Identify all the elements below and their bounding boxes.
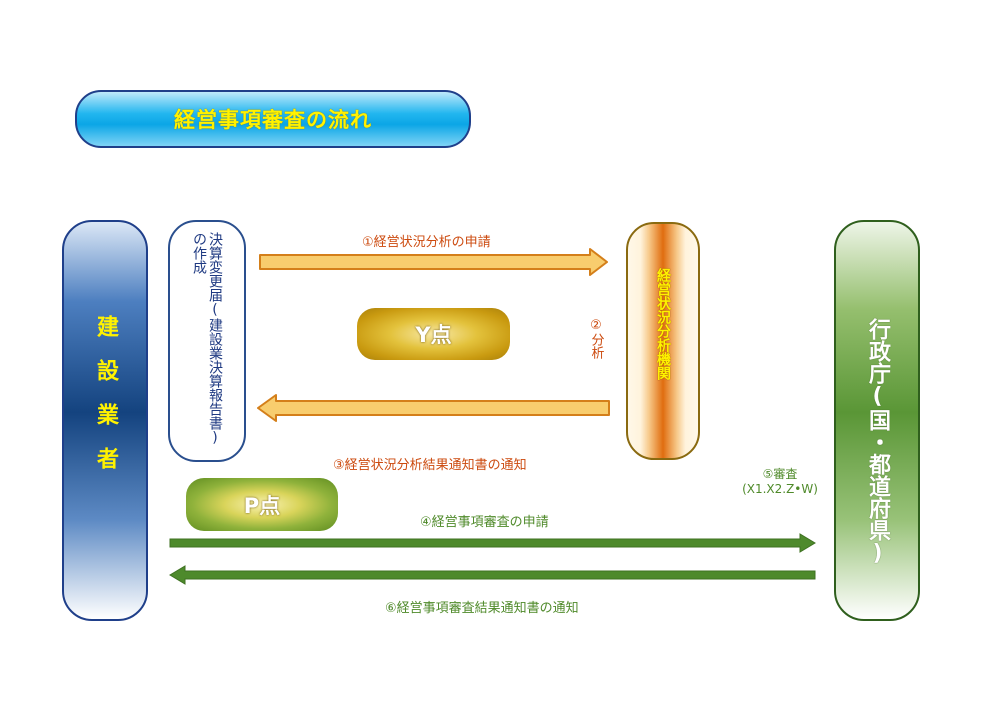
- government-label-wrap: 行政庁(国・都道府県): [834, 318, 920, 566]
- step5-label: ⑤審査 (X1.X2.Z•W): [740, 467, 820, 497]
- diagram-title: 経営事項審査の流れ: [174, 108, 372, 132]
- step2-label: ②分析: [588, 318, 604, 359]
- step1-label: ①経営状況分析の申請: [362, 235, 491, 250]
- contractor-label-wrap: 建設業者: [62, 315, 148, 525]
- report-label-wrap: 決算変更届(建設業決算報告書)の作成: [168, 232, 246, 452]
- arrow-step4: [169, 533, 816, 553]
- contractor-label: 建設業者: [93, 315, 118, 491]
- step6-label: ⑥経営事項審査結果通知書の通知: [385, 601, 579, 616]
- government-label: 行政庁(国・都道府県): [865, 318, 890, 566]
- p-point-capsule: P点: [186, 478, 338, 531]
- y-point-capsule: Y点: [357, 308, 510, 360]
- arrow-step3: [257, 394, 610, 422]
- title-banner: 経営事項審査の流れ: [75, 90, 471, 148]
- step3-label: ③経営状況分析結果通知書の通知: [333, 458, 527, 473]
- step5-detail: (X1.X2.Z•W): [742, 482, 818, 496]
- analysis-org-label: 経営状況分析機関: [655, 268, 671, 380]
- arrow-step1: [259, 248, 608, 276]
- report-box: [168, 220, 246, 462]
- government-pillar: [834, 220, 920, 621]
- analysis-org-box: [626, 222, 700, 460]
- arrow-step6: [169, 565, 816, 585]
- step4-label: ④経営事項審査の申請: [420, 515, 549, 530]
- p-point-label: P点: [243, 493, 281, 518]
- y-point-label: Y点: [415, 323, 452, 347]
- analysis-label-wrap: 経営状況分析機関: [626, 268, 700, 418]
- step5-title: ⑤審査: [762, 467, 798, 481]
- report-label: 決算変更届(建設業決算報告書)の作成: [191, 232, 223, 446]
- contractor-pillar: [62, 220, 148, 621]
- step2-label-wrap: ②分析: [584, 318, 608, 374]
